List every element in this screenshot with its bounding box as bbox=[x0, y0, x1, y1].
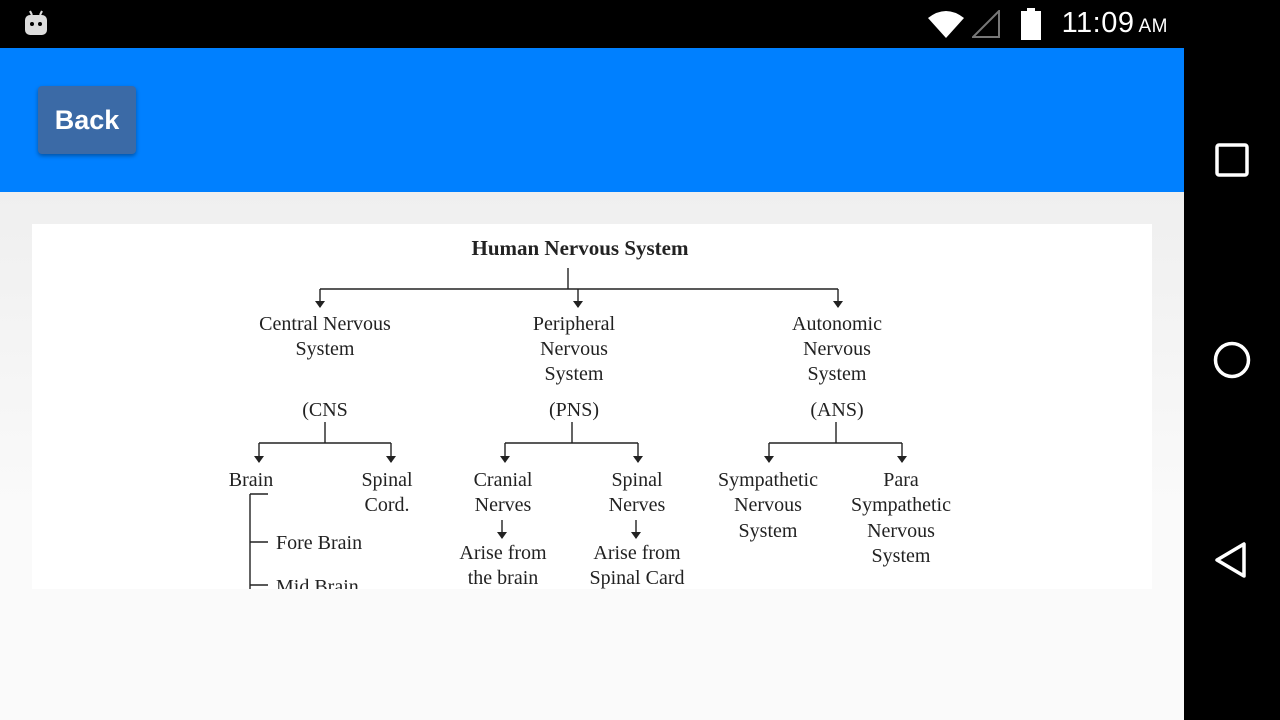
cranial-desc-line1: Arise from bbox=[459, 542, 547, 564]
pns-label-line2: Nervous bbox=[540, 338, 608, 360]
cranial-nerves-label-line2: Nerves bbox=[475, 494, 532, 516]
fore-brain-label: Fore Brain bbox=[276, 532, 362, 554]
navigation-bar bbox=[1184, 0, 1280, 720]
diagram-image: Human Nervous System Central Nervous Sys… bbox=[32, 224, 1152, 589]
spinal-desc-line1: Arise from bbox=[593, 542, 681, 564]
parasympathetic-label-line4: System bbox=[872, 545, 931, 567]
sympathetic-label-line2: Nervous bbox=[734, 494, 802, 516]
pns-label-line3: System bbox=[545, 363, 604, 385]
cns-abbr: (CNS bbox=[302, 399, 348, 421]
pns-label-line1: Peripheral bbox=[533, 313, 616, 335]
ans-label-line3: System bbox=[808, 363, 867, 385]
cellular-signal-icon bbox=[972, 10, 1000, 38]
wifi-icon bbox=[928, 11, 964, 38]
spinal-cord-label-line1: Spinal bbox=[361, 469, 413, 491]
cns-label-line2: System bbox=[296, 338, 355, 360]
ans-label-line2: Nervous bbox=[803, 338, 871, 360]
parasympathetic-label-line3: Nervous bbox=[867, 520, 935, 542]
pns-abbr: (PNS) bbox=[549, 399, 599, 421]
brain-label: Brain bbox=[229, 469, 273, 491]
clock-ampm: AM bbox=[1138, 16, 1168, 37]
spinal-nerves-label-line1: Spinal bbox=[611, 469, 663, 491]
home-circle-icon[interactable] bbox=[1208, 336, 1256, 384]
sympathetic-label-line1: Sympathetic bbox=[718, 469, 818, 491]
parasympathetic-label-line2: Sympathetic bbox=[851, 494, 951, 516]
content-area: Human Nervous System Central Nervous Sys… bbox=[0, 192, 1184, 720]
nervous-system-diagram: Human Nervous System Central Nervous Sys… bbox=[229, 236, 951, 589]
diagram-title: Human Nervous System bbox=[471, 236, 689, 260]
recents-square-icon[interactable] bbox=[1208, 136, 1256, 184]
ans-abbr: (ANS) bbox=[810, 399, 863, 421]
spinal-cord-label-line2: Cord. bbox=[365, 494, 410, 516]
spinal-nerves-label-line2: Nerves bbox=[609, 494, 666, 516]
cns-label-line1: Central Nervous bbox=[259, 313, 391, 335]
parasympathetic-label-line1: Para bbox=[883, 469, 919, 491]
cranial-desc-line2: the brain bbox=[468, 567, 539, 589]
spinal-desc-line2: Spinal Card bbox=[590, 567, 685, 589]
sympathetic-label-line3: System bbox=[739, 520, 798, 542]
app-bar: Back bbox=[0, 48, 1184, 192]
ans-label-line1: Autonomic bbox=[792, 313, 882, 335]
back-triangle-icon[interactable] bbox=[1208, 536, 1256, 584]
mid-brain-label: Mid Brain bbox=[276, 576, 359, 589]
clock-time: 11:09 bbox=[1061, 7, 1135, 39]
cranial-nerves-label-line1: Cranial bbox=[474, 469, 533, 491]
android-debug-icon bbox=[25, 10, 47, 35]
back-button[interactable]: Back bbox=[38, 86, 136, 154]
battery-icon bbox=[1021, 8, 1041, 40]
